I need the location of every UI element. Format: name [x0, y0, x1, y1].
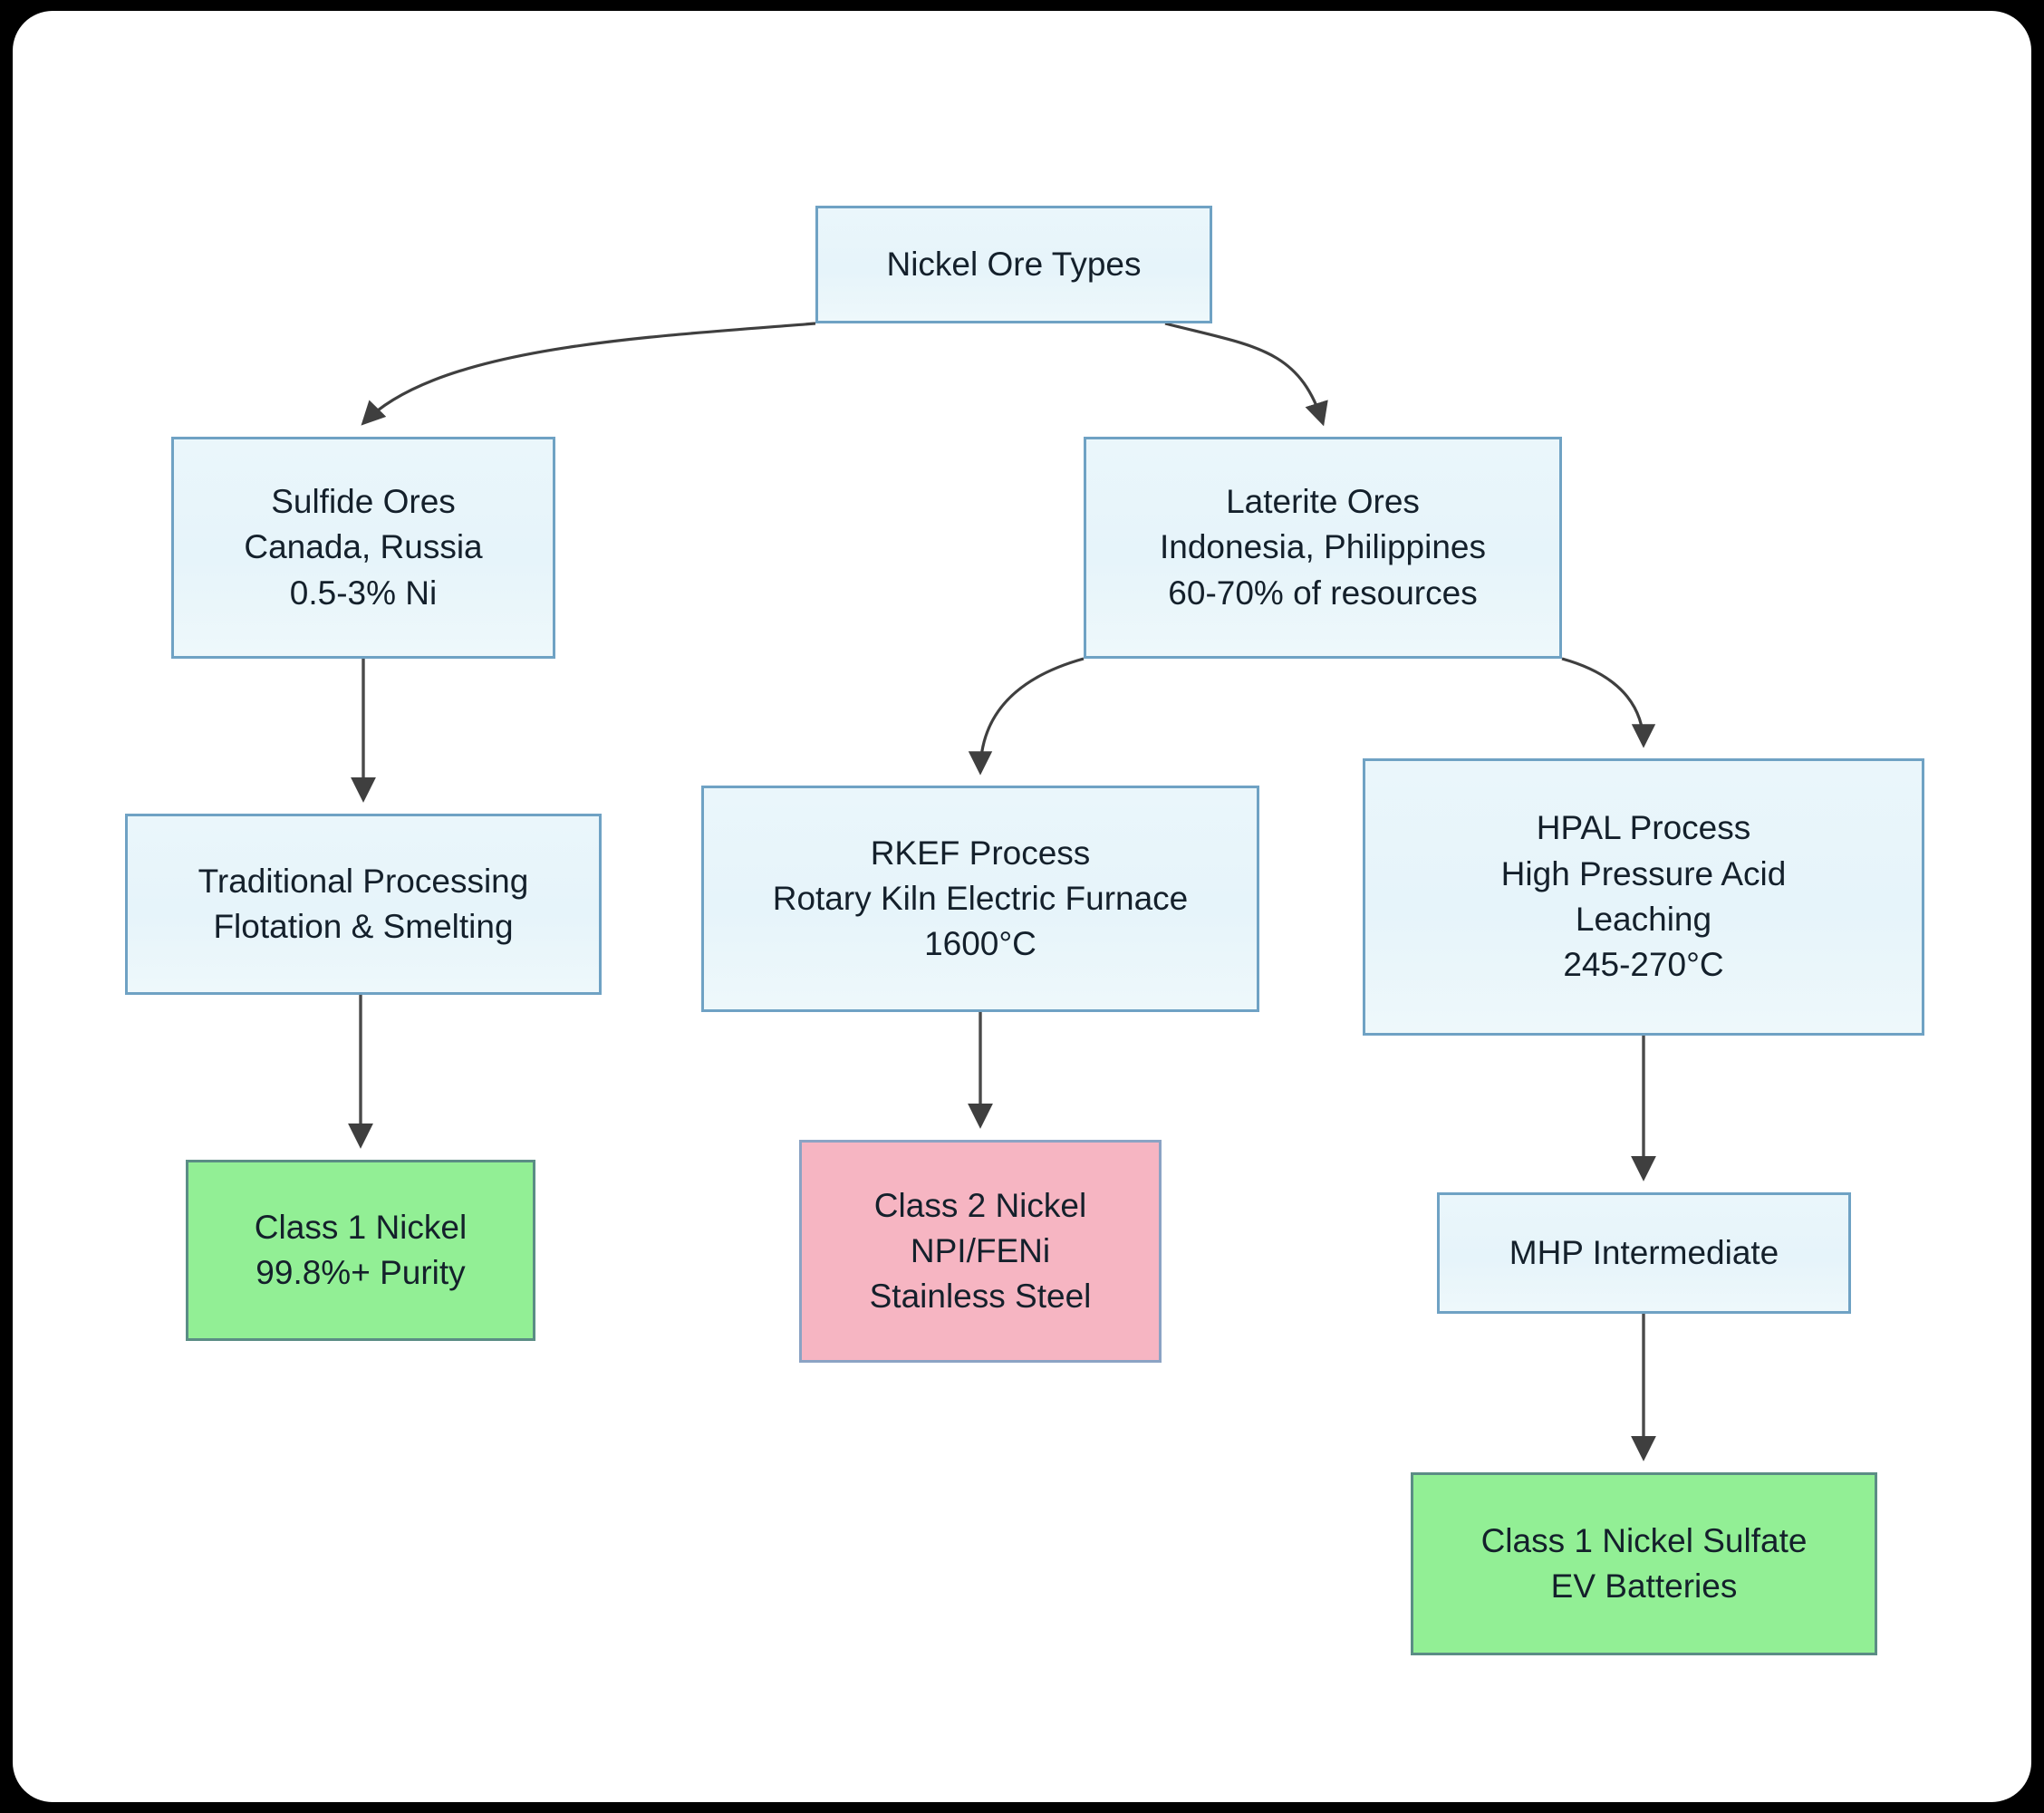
node-line: 245-270°C [1563, 946, 1724, 984]
node-line: EV Batteries [1550, 1567, 1738, 1605]
node-line: Class 1 Nickel Sulfate [1480, 1521, 1808, 1559]
edge-laterite-to-rkef [968, 657, 1085, 776]
node-line: Sulfide Ores [271, 483, 456, 521]
node-class-1-nickel-sulfate[interactable]: Class 1 Nickel Sulfate EV Batteries [1411, 1472, 1877, 1655]
node-mhp-intermediate[interactable]: MHP Intermediate [1437, 1192, 1851, 1314]
node-line: Traditional Processing [198, 862, 529, 900]
node-line: Class 1 Nickel [254, 1208, 468, 1246]
diagram-card: Nickel Ore Types Sulfide Ores Canada, Ru… [13, 11, 2031, 1802]
node-line: 0.5-3% Ni [289, 574, 438, 612]
node-line: Stainless Steel [869, 1278, 1092, 1316]
node-line: NPI/FENi [910, 1231, 1051, 1269]
node-line: Canada, Russia [244, 528, 483, 566]
node-class-2-nickel[interactable]: Class 2 Nickel NPI/FENi Stainless Steel [799, 1140, 1162, 1363]
node-line: Leaching [1575, 901, 1712, 938]
node-line: 1600°C [924, 925, 1036, 963]
node-line: 99.8%+ Purity [256, 1254, 466, 1291]
edge-laterite-to-hpal [1561, 657, 1656, 748]
node-hpal-process[interactable]: HPAL Process High Pressure Acid Leaching… [1363, 758, 1924, 1036]
node-line: 60-70% of resources [1168, 574, 1478, 612]
node-line: Class 2 Nickel [873, 1186, 1087, 1224]
node-line: High Pressure Acid [1500, 854, 1787, 892]
node-line: Laterite Ores [1226, 483, 1420, 521]
node-line: Indonesia, Philippines [1160, 528, 1486, 566]
node-line: Flotation & Smelting [213, 908, 514, 945]
node-sulfide-ores[interactable]: Sulfide Ores Canada, Russia 0.5-3% Ni [171, 437, 555, 659]
node-line: RKEF Process [870, 834, 1091, 872]
node-nickel-ore-types[interactable]: Nickel Ore Types [815, 206, 1212, 323]
node-line: HPAL Process [1536, 809, 1751, 847]
node-line: MHP Intermediate [1509, 1233, 1779, 1271]
edge-root-to-laterite [1164, 322, 1328, 427]
edge-root-to-sulfide [361, 322, 816, 426]
node-line: Nickel Ore Types [886, 245, 1142, 283]
node-laterite-ores[interactable]: Laterite Ores Indonesia, Philippines 60-… [1084, 437, 1562, 659]
node-traditional-processing[interactable]: Traditional Processing Flotation & Smelt… [125, 814, 602, 995]
node-class-1-nickel[interactable]: Class 1 Nickel 99.8%+ Purity [186, 1160, 535, 1341]
node-line: Rotary Kiln Electric Furnace [772, 879, 1189, 917]
node-rkef-process[interactable]: RKEF Process Rotary Kiln Electric Furnac… [701, 786, 1259, 1012]
